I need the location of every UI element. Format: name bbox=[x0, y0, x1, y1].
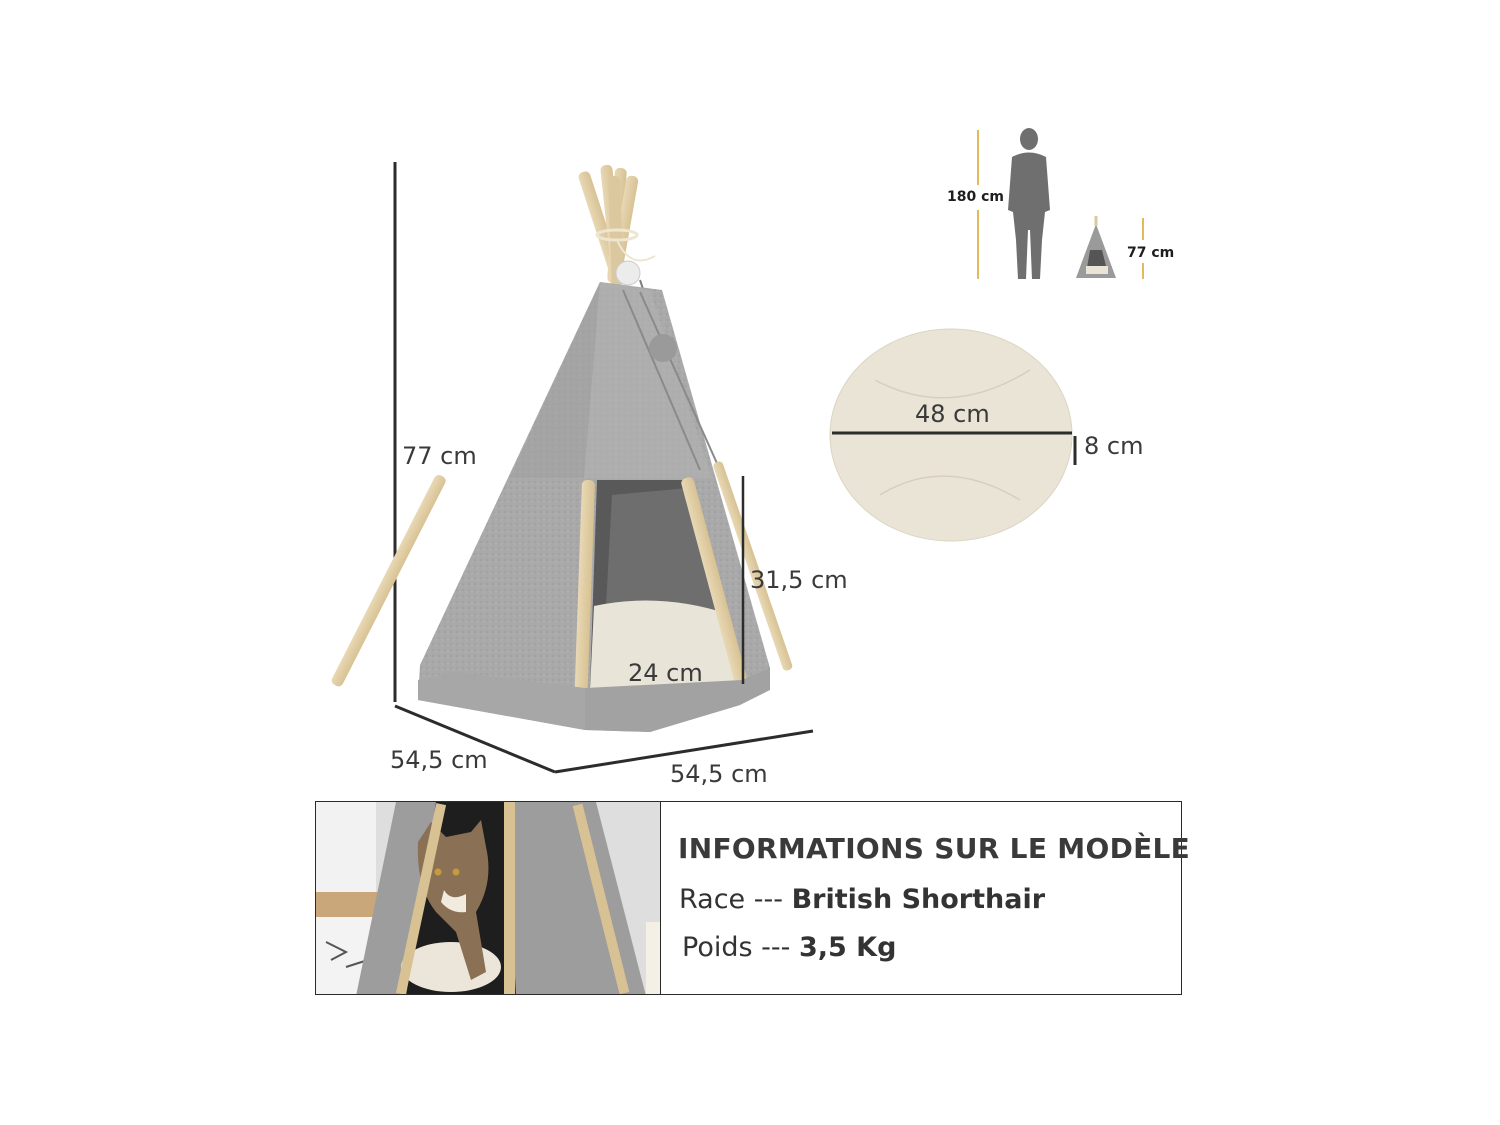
breed-row: Race --- British Shorthair bbox=[679, 884, 1045, 915]
person-height-label: 180 cm bbox=[947, 189, 1004, 205]
height-label: 77 cm bbox=[402, 442, 477, 470]
door-width-label: 24 cm bbox=[628, 659, 703, 687]
white-pompom bbox=[615, 260, 641, 286]
breed-label: Race --- bbox=[679, 884, 783, 915]
depth-label: 54,5 cm bbox=[390, 746, 488, 774]
cushion-diameter-label: 48 cm bbox=[915, 400, 990, 428]
depth-dimension-line bbox=[394, 704, 556, 774]
tent-height-small-label: 77 cm bbox=[1127, 245, 1175, 261]
width-dimension-line bbox=[554, 729, 814, 774]
cushion-image bbox=[829, 328, 1073, 542]
weight-row: Poids --- 3,5 Kg bbox=[682, 932, 896, 963]
width-label: 54,5 cm bbox=[670, 760, 768, 788]
small-tent-icon bbox=[1076, 216, 1116, 278]
model-info-title: INFORMATIONS SUR LE MODÈLE bbox=[678, 832, 1191, 865]
weight-label: Poids --- bbox=[682, 932, 791, 963]
cat-photo bbox=[316, 802, 661, 994]
cushion-thickness-label: 8 cm bbox=[1084, 432, 1144, 460]
person-silhouette bbox=[1008, 128, 1050, 279]
breed-value: British Shorthair bbox=[791, 884, 1046, 915]
model-info-box: INFORMATIONS SUR LE MODÈLE Race --- Brit… bbox=[315, 801, 1190, 995]
door-height-label: 31,5 cm bbox=[750, 566, 848, 594]
inner-cushion bbox=[590, 600, 740, 690]
grey-pompom bbox=[649, 334, 677, 362]
weight-value: 3,5 Kg bbox=[798, 932, 897, 963]
